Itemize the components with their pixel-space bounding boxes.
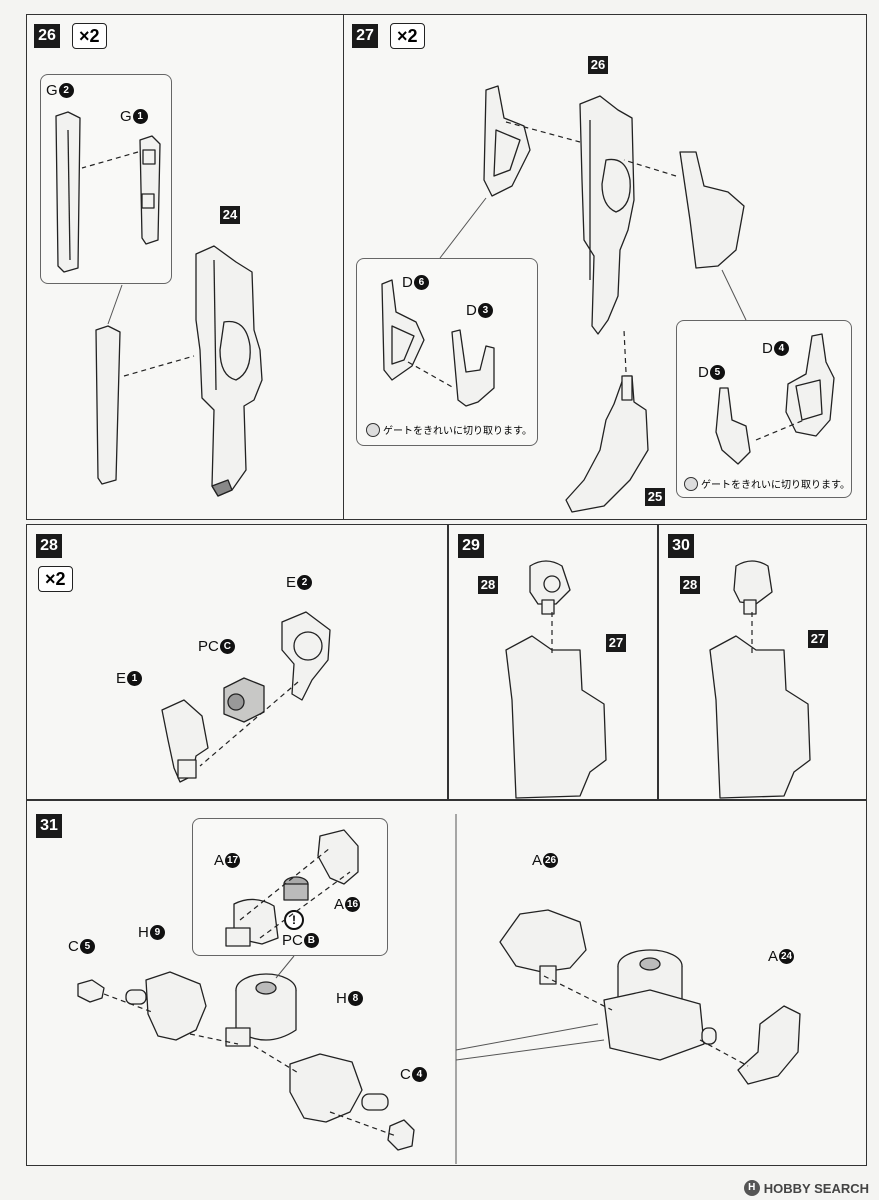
gate-cut-icon	[366, 422, 380, 437]
ref-step-28-a: 28	[478, 576, 498, 594]
part-pc-b	[283, 876, 309, 901]
part-27-upper-a	[505, 635, 607, 799]
gate-cut-icon	[684, 476, 698, 491]
step-26-multiplier: ×2	[72, 23, 107, 49]
part-a24	[737, 1005, 801, 1085]
part-d3	[451, 329, 495, 407]
part-27-left-cover	[483, 85, 531, 197]
part-d4	[785, 333, 835, 437]
part-e1	[161, 699, 209, 783]
ref-step-27-a: 27	[606, 634, 626, 652]
ref-step-25: 25	[645, 488, 665, 506]
step-27-number: 27	[352, 24, 378, 48]
part-27-upper-b	[709, 635, 811, 799]
part-a16	[317, 829, 359, 885]
part-pc-c	[223, 677, 265, 723]
part-c5	[77, 979, 105, 1003]
part-27-right-cover	[679, 151, 745, 269]
part-d6	[381, 279, 425, 381]
step-31-number: 31	[36, 814, 62, 838]
step-28-multiplier: ×2	[38, 566, 73, 592]
part-27-center-frame	[579, 95, 635, 335]
part-assembled-bar	[95, 325, 121, 485]
part-a26	[499, 909, 587, 985]
step-27-multiplier: ×2	[390, 23, 425, 49]
ref-step-28-b: 28	[680, 576, 700, 594]
part-28-joint-b	[733, 560, 773, 615]
step-30-number: 30	[668, 534, 694, 558]
part-24-arm	[195, 245, 263, 497]
part-e2	[281, 611, 331, 701]
part-g2-bar	[55, 111, 81, 273]
part-h9	[125, 971, 207, 1041]
part-d5	[715, 387, 751, 465]
part-c4	[387, 1119, 415, 1151]
part-g1-bar	[139, 135, 161, 245]
gate-note-right: ゲートをきれいに切り取ります。	[684, 476, 850, 491]
step-28-panel	[26, 524, 448, 800]
part-h8	[289, 1053, 389, 1123]
part-25-leg	[565, 375, 649, 513]
gate-note-left: ゲートをきれいに切り取ります。	[366, 422, 532, 437]
step-26-number: 26	[34, 24, 60, 48]
part-main-hub	[603, 949, 717, 1061]
hobby-search-logo-icon: H	[743, 1180, 760, 1196]
part-core-barrel	[225, 973, 297, 1047]
part-a17	[225, 898, 279, 947]
part-28-joint-a	[529, 560, 571, 615]
ref-step-26: 26	[588, 56, 608, 74]
ref-step-24: 24	[220, 206, 240, 224]
ref-step-27-b: 27	[808, 630, 828, 648]
step-28-number: 28	[36, 534, 62, 558]
step-29-number: 29	[458, 534, 484, 558]
